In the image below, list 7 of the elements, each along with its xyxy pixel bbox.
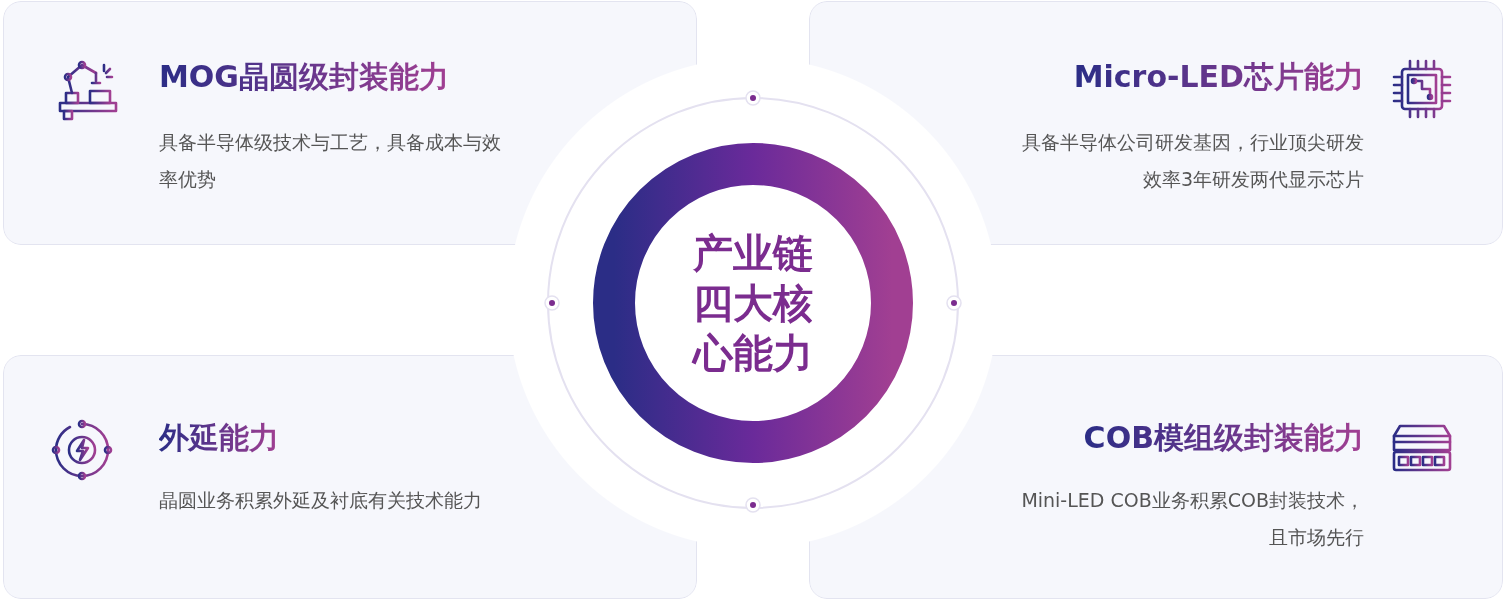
card-description: Mini-LED COB业务积累COB封装技术，且市场先行: [1020, 488, 1364, 550]
center-title: 产业链四大核心能力: [690, 229, 814, 378]
card-description: 具备半导体级技术与工艺，具备成本与效率优势: [159, 130, 502, 192]
info-card: [809, 355, 1503, 599]
gradient-ring: [593, 143, 913, 463]
card-description: 具备半导体公司研发基因，行业顶尖研发效率3年研发两代显示芯片: [1021, 130, 1364, 192]
card-description: 晶圆业务积累外延及衬底有关技术能力: [159, 488, 483, 513]
